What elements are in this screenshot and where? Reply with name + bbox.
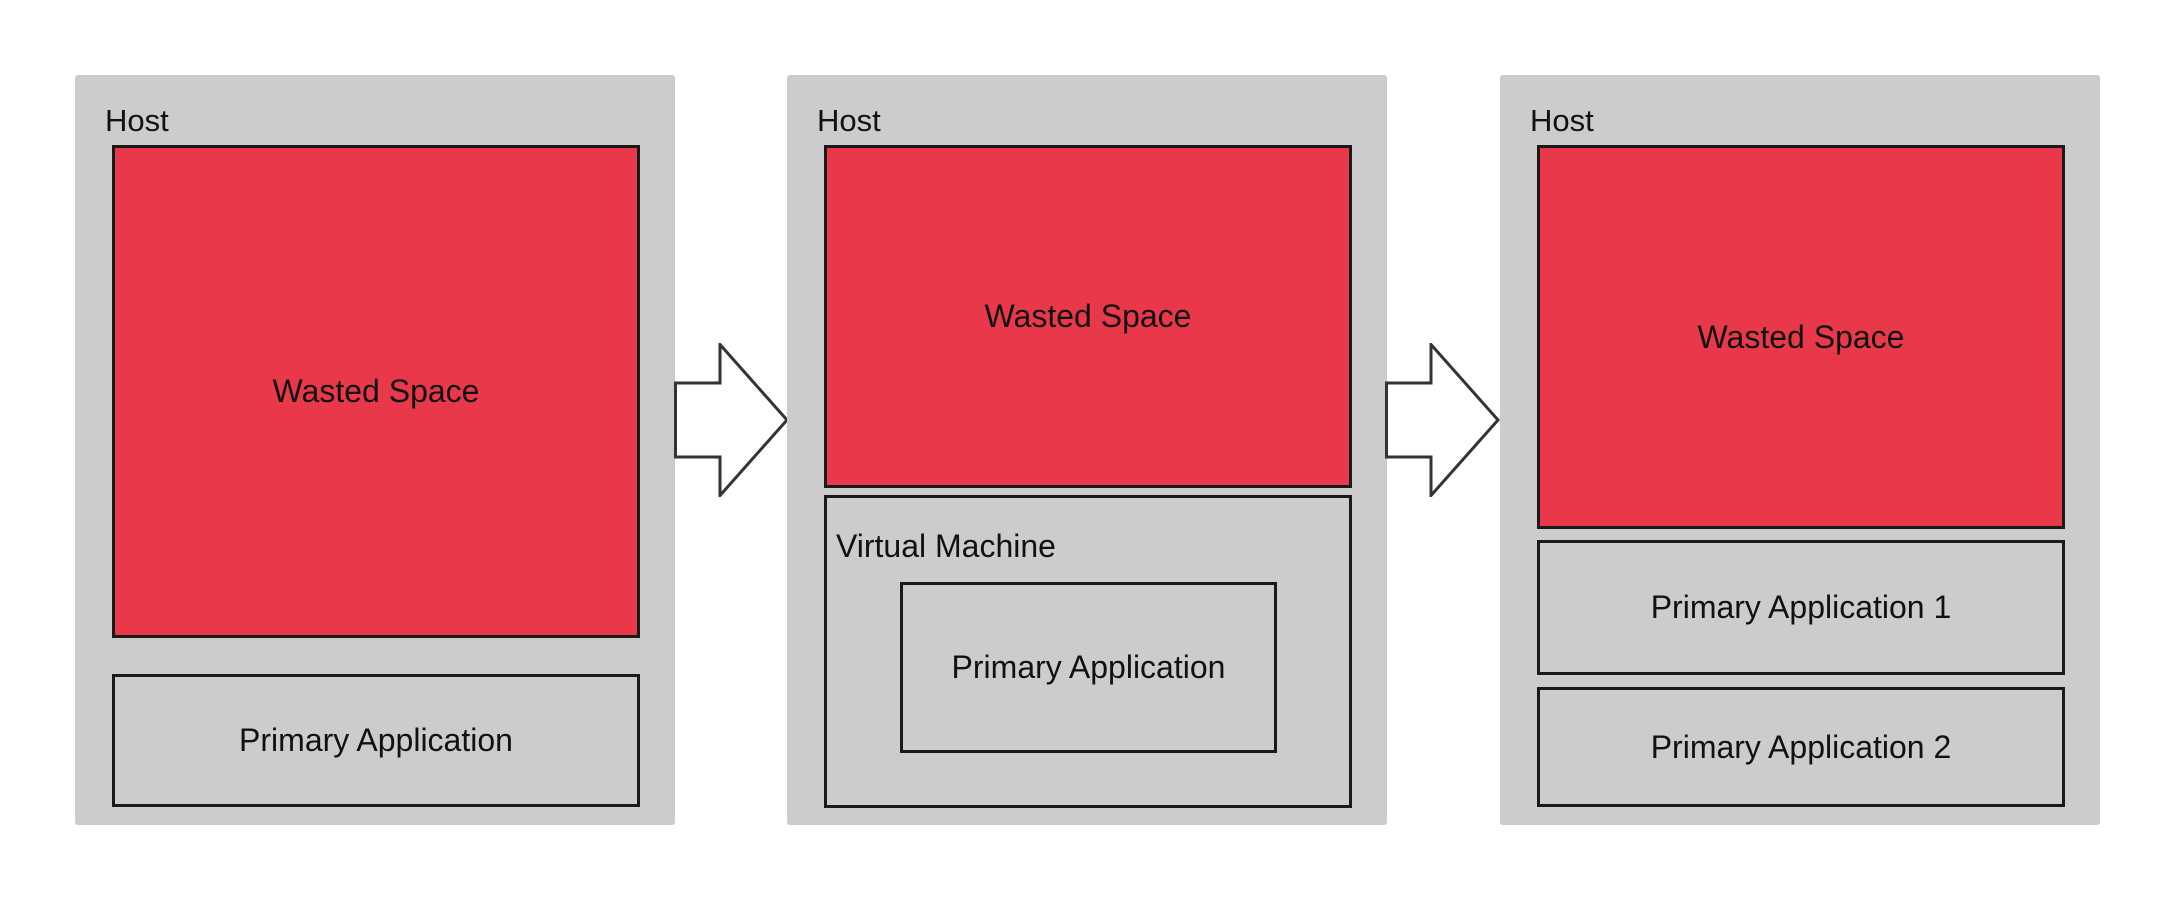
primary-application-1-box: Primary Application 1 xyxy=(1537,540,2065,675)
host-panel-2: Host Wasted Space Virtual Machine Primar… xyxy=(787,75,1387,825)
right-arrow-icon xyxy=(674,343,789,497)
host-panel-1: Host Wasted Space Primary Application xyxy=(75,75,675,825)
wasted-space-box: Wasted Space xyxy=(1537,145,2065,529)
wasted-space-box: Wasted Space xyxy=(112,145,640,638)
virtual-machine-box: Virtual Machine Primary Application xyxy=(824,495,1352,808)
primary-application-box: Primary Application xyxy=(900,582,1277,753)
host-label: Host xyxy=(817,103,881,138)
virtual-machine-label: Virtual Machine xyxy=(836,528,1056,564)
right-arrow-icon xyxy=(1385,343,1500,497)
primary-application-2-box: Primary Application 2 xyxy=(1537,687,2065,807)
host-label: Host xyxy=(105,103,169,138)
wasted-space-box: Wasted Space xyxy=(824,145,1352,488)
host-label: Host xyxy=(1530,103,1594,138)
primary-application-box: Primary Application xyxy=(112,674,640,807)
host-panel-3: Host Wasted Space Primary Application 1 … xyxy=(1500,75,2100,825)
